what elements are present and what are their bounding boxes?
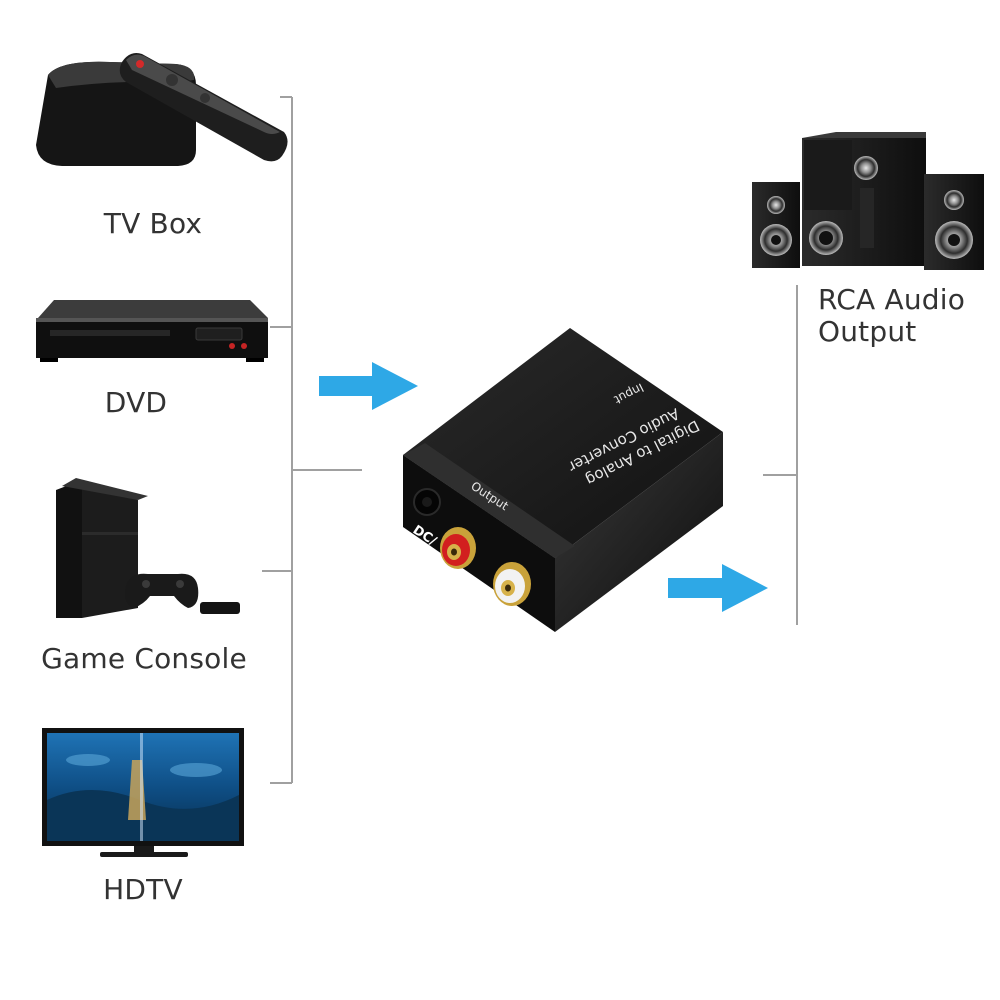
dvd-label: DVD bbox=[104, 386, 168, 419]
tv-box-icon bbox=[36, 53, 288, 166]
speaker-system-icon bbox=[752, 132, 984, 270]
game-console-label: Game Console bbox=[41, 642, 247, 675]
hdtv-icon bbox=[42, 728, 244, 857]
rca-label-line1: RCA Audio bbox=[818, 283, 966, 316]
hdtv-label: HDTV bbox=[103, 873, 183, 906]
arrow-into-converter-icon bbox=[319, 362, 418, 410]
output-bracket bbox=[763, 285, 798, 625]
source-bracket bbox=[262, 96, 362, 784]
rca-red-jack bbox=[440, 527, 476, 569]
rca-white-jack bbox=[493, 562, 531, 606]
arrow-out-of-converter-icon bbox=[668, 564, 768, 612]
tv-box-label: TV Box bbox=[103, 207, 203, 240]
dvd-player-icon bbox=[36, 300, 268, 362]
rca-label-line2: Output bbox=[818, 315, 917, 348]
converter-device: Digital to Analog Audio Converter Input … bbox=[403, 328, 723, 632]
game-console-icon bbox=[56, 478, 240, 618]
rca-audio-output-label: RCA Audio Output bbox=[818, 284, 965, 348]
